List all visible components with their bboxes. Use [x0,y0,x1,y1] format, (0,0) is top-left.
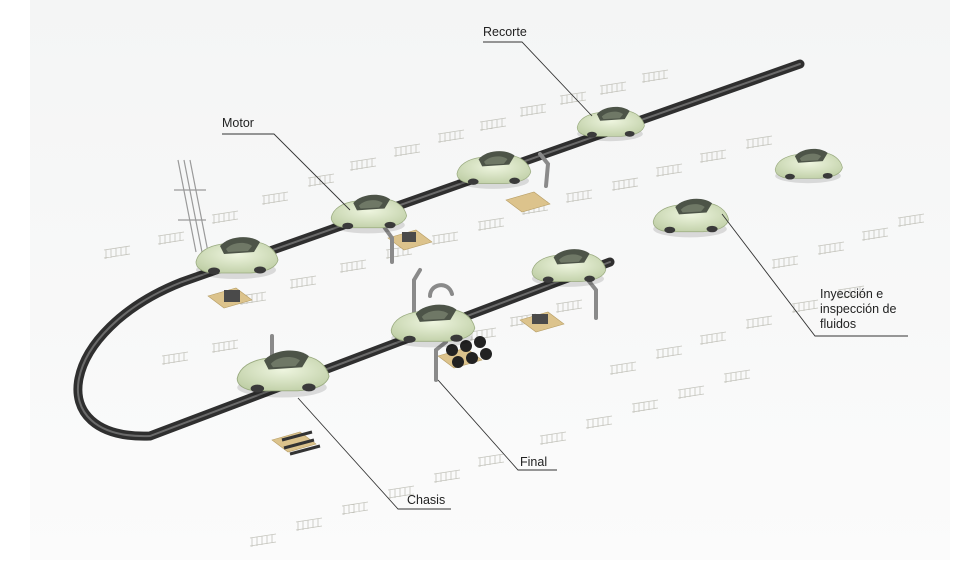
station-label-chasis: Chasis [407,493,446,507]
overhead-hoist [174,159,209,253]
leader-lines [222,41,908,510]
station-label-recorte: Recorte [483,25,527,39]
station-label-motor: Motor [222,116,254,130]
station-label-inyeccion: Inyección e inspección de fluidos [820,287,897,331]
station-label-final: Final [520,455,548,469]
